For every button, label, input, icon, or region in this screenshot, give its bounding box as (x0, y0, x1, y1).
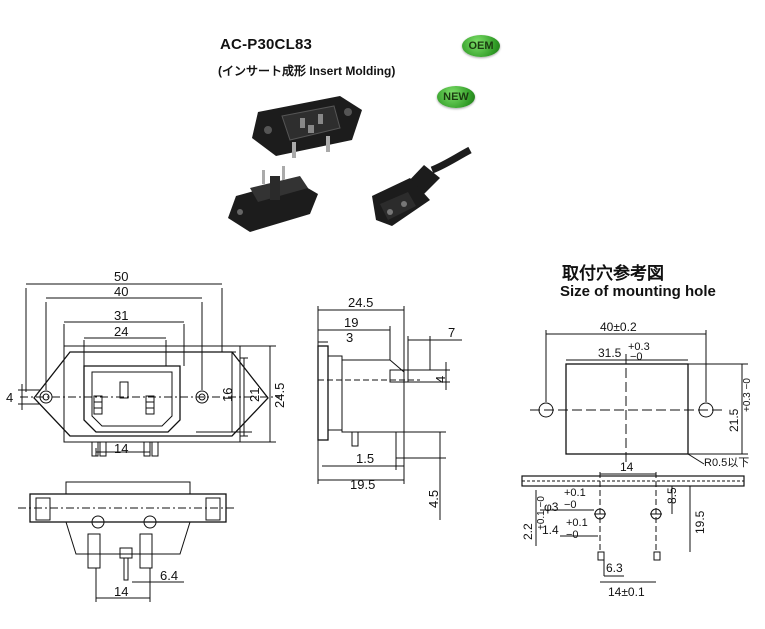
mounting-hole-title-jp: 取付穴参考図 (562, 264, 664, 283)
dim-16: 16 (220, 388, 235, 402)
dim-14-bottom: 14 (114, 584, 128, 599)
new-badge: NEW (437, 86, 475, 108)
dim-1-4-tol-minus: −0 (566, 529, 579, 541)
dim-phi3: φ3 (544, 500, 559, 514)
dim-24: 24 (114, 324, 128, 339)
dim-3: 3 (346, 330, 353, 345)
dim-14-front: 14 (114, 441, 128, 456)
dim-21-5: 21.5 (727, 408, 741, 432)
dim-1-4-tol-plus: +0.1 (566, 517, 588, 529)
dim-6-3: 6.3 (606, 561, 623, 575)
radius-note: R0.5以下 (704, 457, 749, 469)
dim-24-5-front: 24.5 (272, 383, 287, 408)
pcb-view (521, 472, 745, 583)
oem-badge: OEM (462, 35, 500, 57)
mounting-hole-labels: 40±0.2 31.5 +0.3 −0 21.5 +0.3 −0 R0.5以下 (598, 320, 753, 469)
socket-photo-top (252, 96, 362, 158)
dim-40-hole: 40±0.2 (600, 320, 637, 334)
dim-40: 40 (114, 284, 128, 299)
dim-19-5-side: 19.5 (350, 477, 375, 492)
dim-19-5-pcb: 19.5 (693, 510, 707, 534)
side-view (317, 306, 462, 520)
dim-4-front: 4 (6, 390, 13, 405)
bottom-view-labels: 6.4 14 (114, 568, 178, 599)
dim-1-5: 1.5 (356, 451, 374, 466)
dim-14-tol: 14±0.1 (608, 585, 645, 599)
bottom-view (18, 481, 236, 602)
mounting-hole-title-en: Size of mounting hole (560, 283, 716, 300)
dim-4-side: 4 (433, 376, 448, 383)
dim-31-5: 31.5 (598, 346, 622, 360)
side-view-labels: 24.5 19 3 7 4 1.5 19.5 4.5 (344, 295, 455, 508)
dim-50: 50 (114, 269, 128, 284)
dim-4-5: 4.5 (426, 490, 441, 508)
socket-photo-bottom (228, 166, 318, 232)
dim-6-4: 6.4 (160, 568, 178, 583)
dim-14-pcb: 14 (620, 460, 634, 474)
dim-31: 31 (114, 308, 128, 323)
dim-24-5-side: 24.5 (348, 295, 373, 310)
dim-19: 19 (344, 315, 358, 330)
front-view-labels: 50 40 31 24 14 4 16 21 24.5 (6, 269, 287, 456)
dim-phi3-tol-plus: +0.1 (564, 487, 586, 499)
dim-1-4: 1.4 (542, 523, 559, 537)
mounting-hole-view (530, 330, 748, 465)
dim-31-5-tol-plus: +0.3 (628, 341, 650, 353)
dim-7: 7 (448, 325, 455, 340)
cord-connector-photo (372, 146, 472, 226)
dim-21-5-tol: +0.3 −0 (742, 378, 753, 412)
front-view (18, 283, 280, 457)
dim-2-2: 2.2 (521, 523, 535, 540)
model-title: AC-P30CL83 (220, 36, 313, 53)
dim-8-5: 8.5 (665, 487, 679, 504)
pcb-view-labels: 14 8.5 19.5 2.2 +0.1 −0 φ3 +0.1 −0 1.4 +… (521, 460, 707, 599)
model-subtitle: (インサート成形 Insert Molding) (218, 64, 396, 78)
dim-31-5-tol-minus: −0 (630, 351, 643, 363)
dim-21: 21 (247, 388, 262, 402)
dim-2-2-tol: +0.1 −0 (536, 496, 547, 530)
dim-phi3-tol-minus: −0 (564, 499, 577, 511)
